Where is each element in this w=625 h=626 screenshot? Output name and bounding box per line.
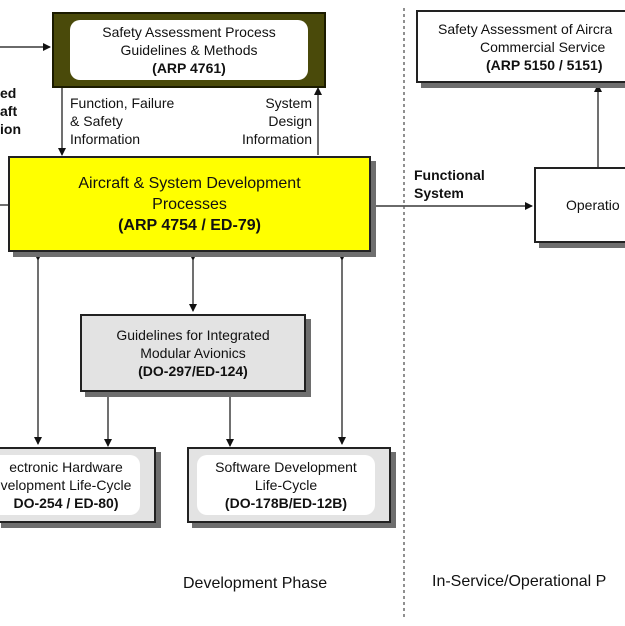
functional-system-line: System <box>414 185 464 201</box>
sa-commercial-line1: Safety Assessment of Aircra <box>438 20 613 37</box>
software-box: Software Development Life-Cycle (DO-178B… <box>187 447 391 523</box>
dev-process-code: (ARP 4754 / ED-79) <box>118 216 261 234</box>
left-edge-line: aft <box>0 103 18 119</box>
sa-process-line1: Safety Assessment Process <box>102 24 276 40</box>
ima-line1: Guidelines for Integrated <box>116 327 270 343</box>
system-design-line: Design <box>268 113 312 129</box>
sa-commercial-code: (ARP 5150 / 5151) <box>486 56 603 73</box>
sa-process-line2: Guidelines & Methods <box>120 42 258 58</box>
left-edge-line: ed <box>0 85 17 101</box>
functional-system-line: Functional <box>414 167 485 183</box>
system-design-line: System <box>265 95 312 111</box>
dev-process-line2: Processes <box>152 195 227 213</box>
software-line1: Software Development <box>215 459 357 475</box>
sa-process-code: (ARP 4761) <box>152 60 226 76</box>
ima-box: Guidelines for Integrated Modular Avioni… <box>80 314 306 392</box>
function-failure-line: Function, Failure <box>70 95 175 111</box>
software-code: (DO-178B/ED-12B) <box>224 495 348 511</box>
sa-process-box: Safety Assessment Process Guidelines & M… <box>52 12 326 88</box>
hardware-line2: velopment Life-Cycle <box>0 477 132 493</box>
system-design-line: Information <box>241 131 312 147</box>
dev-process-line1: Aircraft & System Development <box>78 174 301 192</box>
function-failure-line: & Safety <box>70 113 123 129</box>
function-failure-line: Information <box>70 131 141 147</box>
ima-code: (DO-297/ED-124) <box>138 363 248 379</box>
hardware-code: DO-254 / ED-80) <box>13 495 119 511</box>
function-failure-label: Function, Failure & Safety Information <box>70 94 174 148</box>
system-design-label: System Design Information <box>222 94 312 148</box>
left-edge-label: ed aft ion <box>0 84 21 138</box>
hardware-line1: ectronic Hardware <box>9 459 123 475</box>
left-edge-line: ion <box>0 121 21 137</box>
sa-commercial-box: Safety Assessment of Aircra Commercial S… <box>416 10 625 83</box>
in-service-phase-label: In-Service/Operational P <box>432 573 607 590</box>
dev-process-box: Aircraft & System Development Processes … <box>8 156 371 252</box>
software-line2: Life-Cycle <box>254 477 318 493</box>
operation-label: Operatio <box>566 197 620 213</box>
ima-line2: Modular Avionics <box>140 345 246 361</box>
operation-box: Operatio <box>534 167 625 243</box>
sa-commercial-line2: Commercial Service <box>480 38 606 55</box>
functional-system-label: Functional System <box>414 166 485 202</box>
development-phase-label: Development Phase <box>183 575 328 592</box>
hardware-box: ectronic Hardware velopment Life-Cycle D… <box>0 447 156 523</box>
